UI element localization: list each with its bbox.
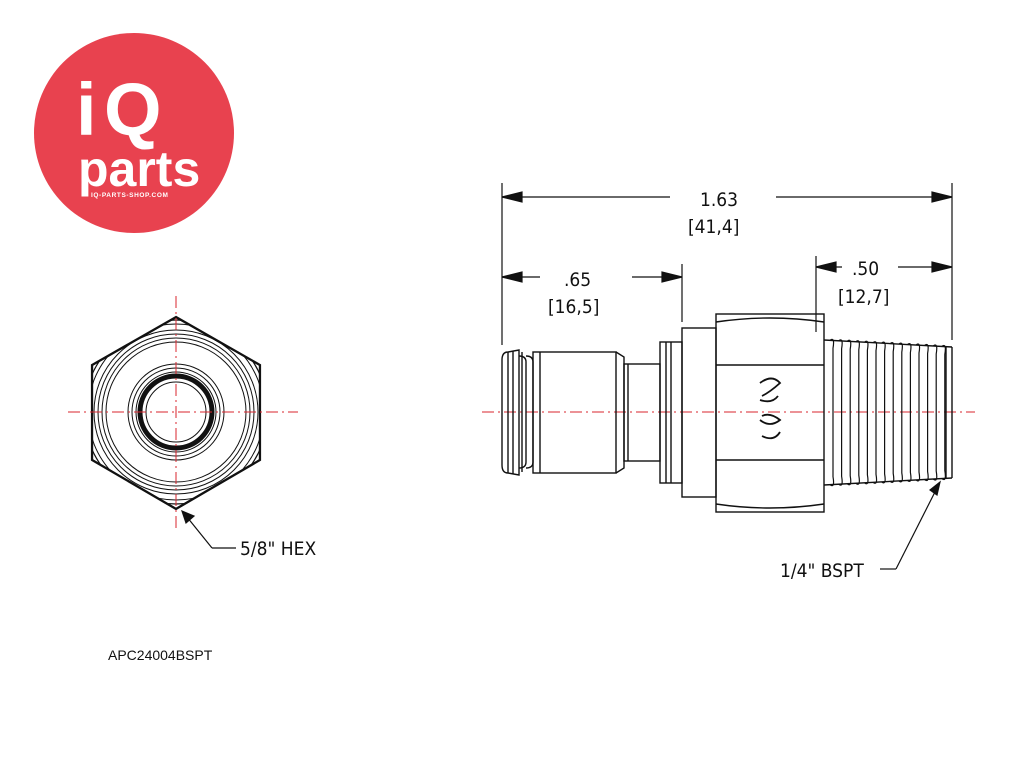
overall-length-in: 1.63 <box>700 189 738 211</box>
hex-size-label: 5/8" HEX <box>240 538 316 560</box>
hex-leader <box>181 509 236 549</box>
thread-length-in: .50 <box>852 258 879 280</box>
logo-letter-i: i <box>76 68 97 151</box>
plug-length-mm: [16,5] <box>548 296 599 318</box>
thread-length-mm: [12,7] <box>838 286 889 308</box>
iq-parts-logo[interactable]: i Q parts IQ-PARTS-SHOP.COM <box>34 33 234 233</box>
logo-url: IQ-PARTS-SHOP.COM <box>91 192 169 199</box>
fitting-side-view <box>501 313 953 513</box>
overall-length-mm: [41,4] <box>688 216 739 238</box>
logo-word-parts: parts <box>78 141 200 197</box>
dimension-lines <box>501 183 953 570</box>
logo-letter-q: Q <box>104 68 162 151</box>
thread-crests <box>829 338 946 487</box>
thread-type-label: 1/4" BSPT <box>780 560 864 582</box>
part-number: APC24004BSPT <box>108 647 213 663</box>
plug-length-in: .65 <box>564 269 591 291</box>
manufacturer-mark <box>759 377 782 440</box>
